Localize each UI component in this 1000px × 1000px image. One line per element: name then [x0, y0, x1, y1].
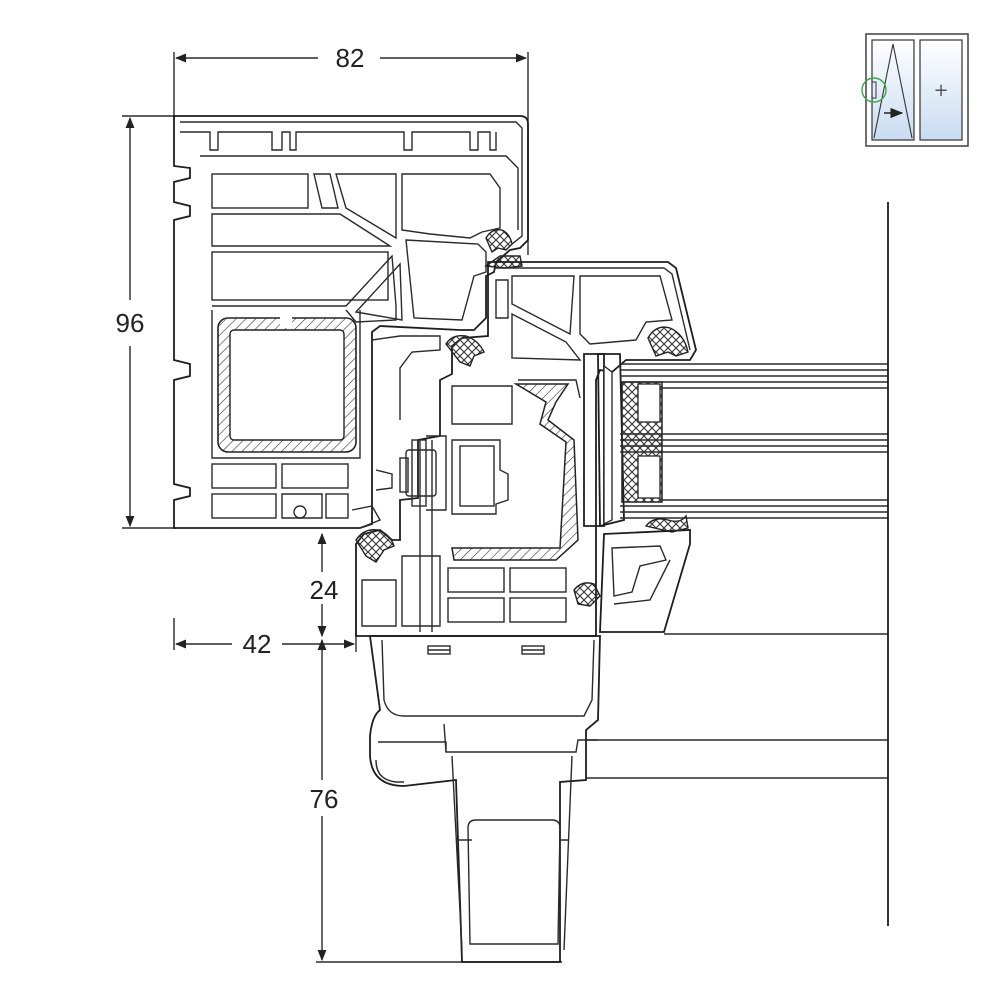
dimension-sash-offset: 24: [310, 532, 339, 638]
dimension-left-height-label: 96: [116, 308, 145, 338]
wall-reference-lines: [586, 202, 889, 926]
window-elevation-legend: +: [861, 33, 969, 147]
dimension-top-width: 82: [173, 43, 529, 255]
dimension-sash-offset-label: 24: [310, 575, 339, 605]
dimension-handle-height: 76: [310, 638, 562, 963]
sash-profile: [355, 261, 697, 637]
dimension-left-height: 96: [116, 115, 176, 529]
dimension-top-width-label: 82: [336, 43, 365, 73]
fixed-pane-plus-symbol: +: [933, 80, 948, 101]
dimension-handle-height-label: 76: [310, 784, 339, 814]
glass-panes: [620, 363, 888, 519]
window-handle: [368, 635, 601, 963]
hinge-highlight-ring: [861, 77, 887, 103]
dimension-bottom-left: 42: [173, 600, 357, 659]
dimension-bottom-left-label: 42: [243, 629, 272, 659]
frame-profile: [173, 115, 529, 529]
glazing-assembly: [583, 353, 888, 633]
